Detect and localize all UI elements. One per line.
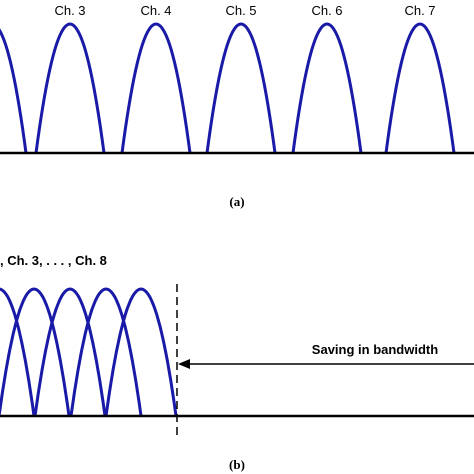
- channels-range-label: , Ch. 3, . . . , Ch. 8: [0, 253, 107, 268]
- panel-a: Ch. 3 Ch. 4 Ch. 5 Ch. 6 Ch. 7 (a): [0, 3, 474, 209]
- panel-a-channel-curve-3: [34, 22, 106, 154]
- saving-arrow-head: [178, 359, 190, 369]
- panel-a-curves: [0, 22, 456, 154]
- ch3-label: Ch. 3: [54, 3, 85, 18]
- ch4-label: Ch. 4: [140, 3, 171, 18]
- ch6-label: Ch. 6: [311, 3, 342, 18]
- saving-in-bandwidth-label: Saving in bandwidth: [312, 342, 438, 357]
- panel-b-channel-curve-1: [0, 287, 36, 417]
- panel-b: , Ch. 3, . . . , Ch. 8 Saving in bandwid…: [0, 253, 474, 472]
- panel-a-channel-curve-7: [384, 22, 456, 154]
- panel-b-channel-curve-5: [104, 287, 178, 417]
- panel-b-channel-curve-3: [33, 287, 107, 417]
- ch7-label: Ch. 7: [404, 3, 435, 18]
- panel-a-channel-curve-2: [0, 28, 28, 154]
- panel-b-channel-curve-2: [0, 287, 71, 417]
- panel-a-channel-curve-6: [291, 22, 363, 154]
- panel-a-channel-curve-4: [120, 22, 192, 154]
- caption-b: (b): [229, 457, 245, 472]
- caption-a: (a): [229, 194, 244, 209]
- ch5-label: Ch. 5: [225, 3, 256, 18]
- panel-b-channel-curve-4: [69, 287, 143, 417]
- panel-a-channel-curve-5: [205, 22, 277, 154]
- panel-b-curves: [0, 287, 178, 417]
